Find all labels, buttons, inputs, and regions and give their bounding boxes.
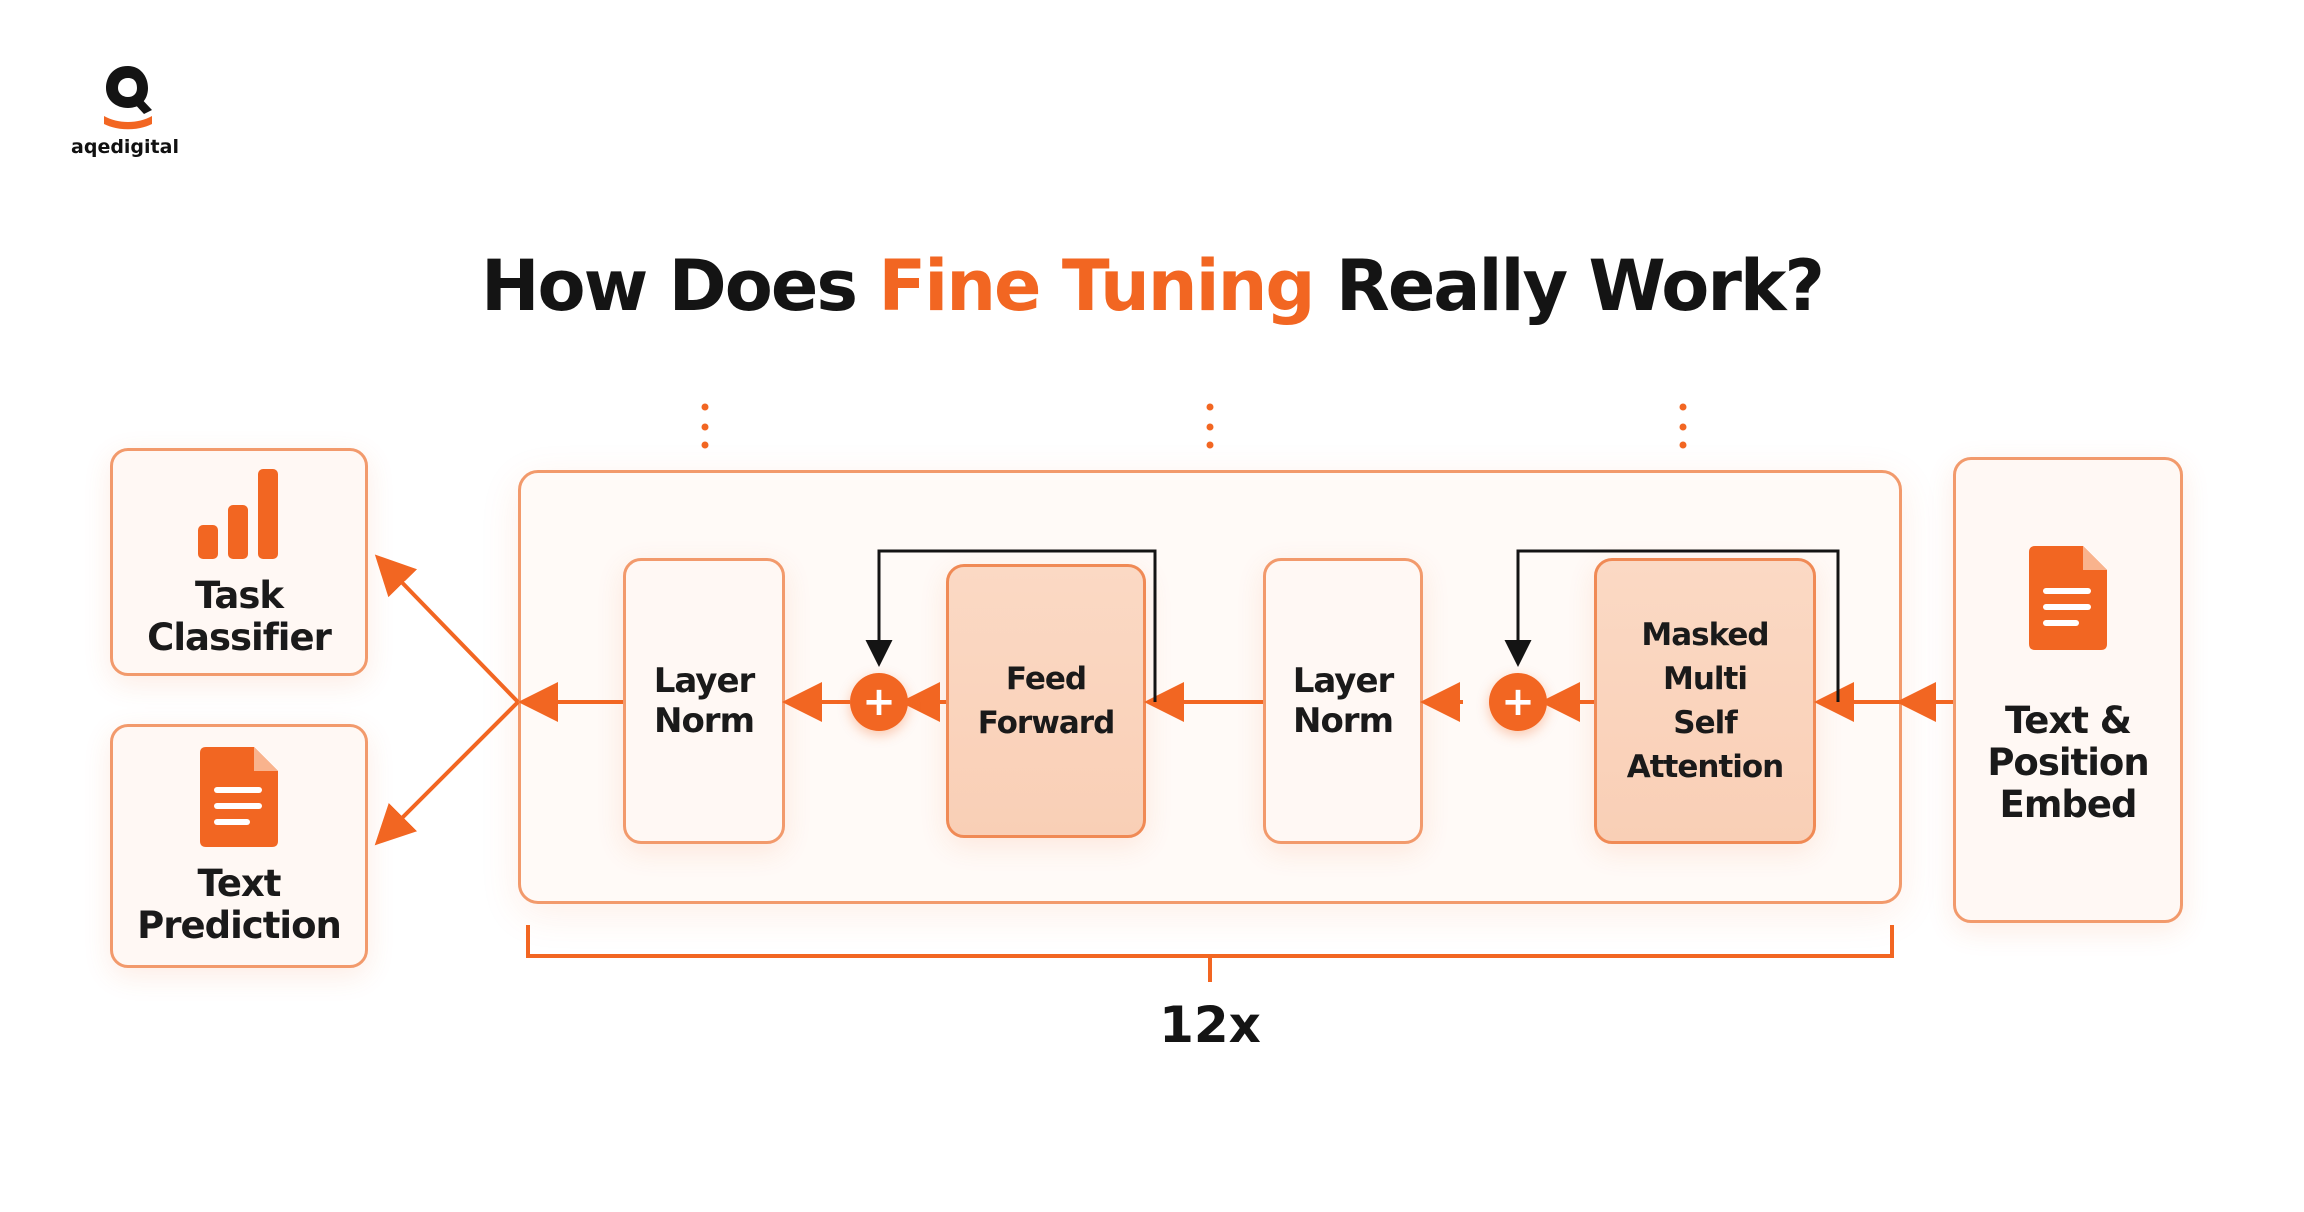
document-icon — [200, 747, 278, 847]
residual-skip-2 — [1504, 549, 1840, 702]
bar-chart-icon — [198, 469, 278, 559]
repeat-count: 12x — [1159, 996, 1261, 1054]
masked-attention-label: Masked Multi Self Attention — [1626, 617, 1785, 785]
arrow-to-task-classifier — [374, 554, 520, 704]
embed-box: Text & Position Embed — [1953, 457, 2183, 923]
layer-norm-label-1: Layer Norm — [653, 661, 756, 741]
title-suffix: Really Work? — [1313, 245, 1825, 327]
text-prediction-label: Text Prediction — [137, 862, 342, 947]
layer-norm-box-2: Layer Norm — [1263, 558, 1423, 844]
feed-forward-label: Feed Forward — [977, 661, 1116, 741]
page-title: How Does Fine Tuning Really Work? — [0, 245, 2304, 327]
layer-norm-box-1: Layer Norm — [623, 558, 785, 844]
plus-circle-icon: + — [1489, 673, 1547, 731]
task-classifier-box: Task Classifier — [110, 448, 368, 676]
task-classifier-label: Task Classifier — [147, 574, 332, 659]
embed-label: Text & Position Embed — [1987, 699, 2149, 826]
text-prediction-box: Text Prediction — [110, 724, 368, 968]
plus-circle-icon: + — [850, 673, 908, 731]
document-icon — [2029, 546, 2107, 650]
title-highlight: Fine Tuning — [878, 245, 1315, 327]
arrow-to-text-prediction — [374, 700, 520, 846]
brand-name: aqedigital — [71, 136, 179, 158]
title-prefix: How Does — [480, 245, 879, 327]
aqedigital-logo-icon — [104, 66, 152, 130]
feed-forward-box: Feed Forward — [946, 564, 1146, 838]
continuation-dots — [701, 403, 1687, 449]
repeat-bracket — [526, 925, 1894, 982]
layer-norm-label-2: Layer Norm — [1292, 661, 1395, 741]
residual-skip-1 — [865, 549, 1157, 702]
brand-logo: aqedigital — [60, 60, 190, 170]
masked-attention-box: Masked Multi Self Attention — [1594, 558, 1816, 844]
